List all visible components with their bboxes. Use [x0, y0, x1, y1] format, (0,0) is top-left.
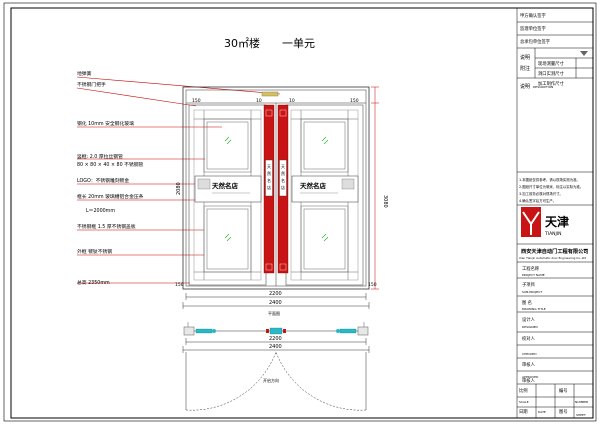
svg-text:150: 150 — [192, 98, 201, 104]
logo-chars: 天津 — [545, 214, 569, 229]
tb-contractor-sign: 总承包单位签字 — [520, 38, 550, 45]
tb-field-project-en: PROJECT NAME — [522, 273, 545, 277]
tb-company-en: Xian Tianjin Automatic door Engineering … — [519, 256, 586, 260]
svg-text:店: 店 — [267, 184, 271, 190]
title-block — [516, 7, 594, 419]
callout-floor-spring: 地弹簧 — [77, 70, 92, 77]
tb-field-subproject-en: SUB-PROJECT — [522, 290, 542, 294]
callout-door-handle: 不锈钢门把手 — [77, 81, 106, 88]
tb-sheet-en: SHEET — [576, 413, 586, 417]
callout-total-height: 总高 2350mm — [77, 279, 110, 286]
plan-total-width-text: 2400 — [269, 344, 282, 350]
svg-text:然: 然 — [281, 170, 285, 176]
width-dimensions — [182, 293, 370, 309]
door-swing-arcs — [185, 351, 367, 411]
inner-height-dim-text: 2080 — [176, 182, 182, 195]
tb-field-checked-en: CHECKED — [522, 352, 537, 356]
tb-field-checked: 校对人 — [522, 335, 536, 342]
tb-note-2: 2.图纸尺寸单位为毫米，标注以实际为准。 — [519, 184, 583, 189]
svg-text:名: 名 — [267, 177, 271, 183]
callout-outer-frame: 外框 镀钛不锈钢 — [77, 248, 112, 255]
tb-field-designed-en: DESIGNED — [522, 325, 538, 329]
callout-frame-tube: 竖框: 2.0 厚拉丝钢管 — [77, 153, 123, 160]
door-elevation: 天然名店 天然名店 天然名店 天然名店 — [182, 86, 370, 290]
tb-remarks-label: 说明 — [520, 83, 530, 90]
callout-steel-tube-size: 80 × 80 × 40 × 80 不锈钢管 — [77, 161, 144, 168]
plan-inner-width-text: 2200 — [269, 336, 282, 342]
tb-scale-label: 比例 — [519, 387, 528, 394]
tb-note-4: 4.确认签字后方可生产。 — [519, 198, 556, 203]
door-top-hardware — [261, 91, 279, 97]
company-logo: 天津 TIANJIN — [521, 207, 569, 237]
tb-number-en: NUMBER — [575, 400, 588, 404]
tb-field-approved-en: APPROVED — [522, 375, 539, 379]
tb-field-drawing-title-en: DRAWING TITLE — [522, 307, 546, 311]
height-dimension — [371, 86, 379, 290]
tb-scale-en: SCALE — [519, 400, 529, 404]
svg-text:店: 店 — [281, 184, 285, 190]
sheet-border-outer — [3, 2, 597, 422]
logo-sub: TIANJIN — [544, 231, 562, 237]
tb-field-designed: 设计人 — [522, 316, 536, 323]
callout-glass-bead: 框长 20mm 玻璃槽铝合金压条 — [77, 193, 144, 200]
svg-text:然: 然 — [267, 170, 271, 176]
left-sign-text: 天然名店 — [212, 181, 239, 190]
title-block-text: 甲方确认签字 监理单位签字 总承包单位签字 说明 附注 现场测量尺寸 洞口实测尺… — [519, 12, 588, 417]
callout-steel-cover: 不锈钢框 1.5 厚不锈钢盖板 — [77, 223, 136, 230]
top-dimensions: 150 150 10 10 150 150 — [175, 98, 377, 288]
callout-length: L＝2000mm — [86, 208, 115, 214]
tb-remarks-en: DESCRIPTION — [533, 85, 553, 89]
tb-note-1: 1.本图纸仅供参考，请以现场实测为准。 — [519, 177, 580, 182]
tb-company-cn: 西安天津自动门工程有限公司 — [521, 247, 588, 255]
svg-text:天: 天 — [267, 164, 271, 169]
spec-indicator-icon — [580, 51, 588, 56]
drawing-title: 30㎡楼 一单元 — [224, 36, 315, 50]
tb-spec-row-1: 现场测量尺寸 — [538, 60, 564, 67]
tb-field-drawing-title: 图 名 — [522, 299, 532, 306]
tb-sheet-label: 图号 — [559, 409, 568, 415]
tb-field-approved-2: 审核人 — [522, 377, 536, 384]
svg-text:天: 天 — [281, 164, 285, 169]
svg-text:150: 150 — [175, 282, 184, 288]
tb-field-subproject: 子项目 — [522, 281, 535, 288]
swing-label: 开启方向 — [263, 377, 279, 383]
svg-text:150: 150 — [368, 282, 377, 288]
svg-text:名: 名 — [281, 177, 285, 183]
tb-field-project: 工程名称 — [522, 265, 540, 272]
glass-reflection-marks — [224, 136, 329, 242]
height-dim-text: 3080 — [382, 195, 388, 208]
tb-note-3: 3.加工前务必核对现场尺寸。 — [519, 191, 563, 196]
svg-text:10: 10 — [256, 98, 262, 104]
plan-label: 平面图 — [268, 310, 280, 316]
plan-view — [183, 322, 369, 336]
callout-leaders — [76, 76, 281, 284]
tb-date-label: 日期 — [519, 409, 528, 415]
tb-client-sign: 甲方确认签字 — [520, 12, 546, 19]
inner-width-text: 2200 — [269, 291, 282, 297]
tb-supervisor-sign: 监理单位签字 — [520, 25, 546, 32]
callout-logo: LOGO：不锈钢雕刻镀金 — [77, 177, 129, 184]
tb-field-approved: 审核人 — [522, 361, 536, 368]
tb-note-label-2: 附注 — [520, 65, 530, 72]
callout-glass: 钢化 10mm 安全钢化玻璃 — [77, 120, 134, 127]
tb-spec-row-2: 洞口实测尺寸 — [538, 70, 564, 77]
tb-number-label: 编号 — [559, 387, 568, 394]
tb-note-label-1: 说明 — [520, 54, 530, 61]
callout-labels: 地弹簧 不锈钢门把手 钢化 10mm 安全钢化玻璃 竖框: 2.0 厚拉丝钢管 … — [77, 70, 144, 286]
total-width-text: 2400 — [269, 300, 282, 306]
tb-spec-row-3: 加工制作尺寸 — [538, 80, 564, 87]
svg-text:10: 10 — [289, 98, 295, 104]
plan-dimensions — [182, 338, 370, 353]
right-sign-text: 天然名店 — [300, 181, 327, 190]
tb-date-en: DATE — [538, 410, 546, 414]
svg-text:150: 150 — [350, 98, 359, 104]
